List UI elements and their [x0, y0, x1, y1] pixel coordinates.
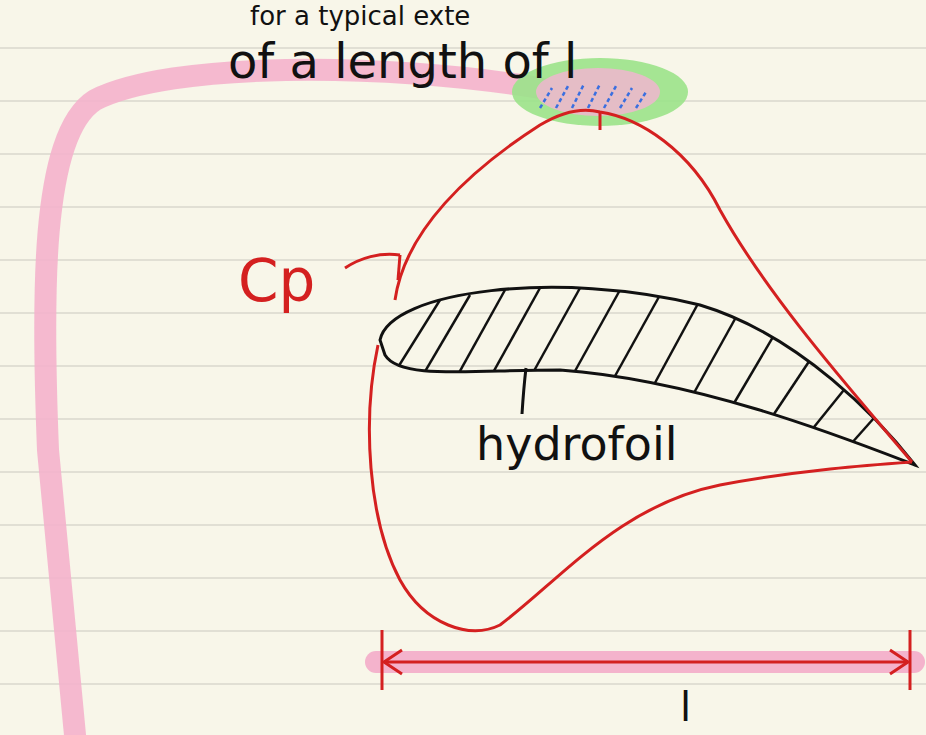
- heading-fragment: for a typical exte: [250, 2, 470, 32]
- pressure-coefficient-label: Cp: [238, 248, 315, 315]
- part-label: hydrofoil: [476, 418, 678, 471]
- dimension-label: l: [680, 684, 691, 730]
- heading-line: of a length of l: [228, 34, 577, 89]
